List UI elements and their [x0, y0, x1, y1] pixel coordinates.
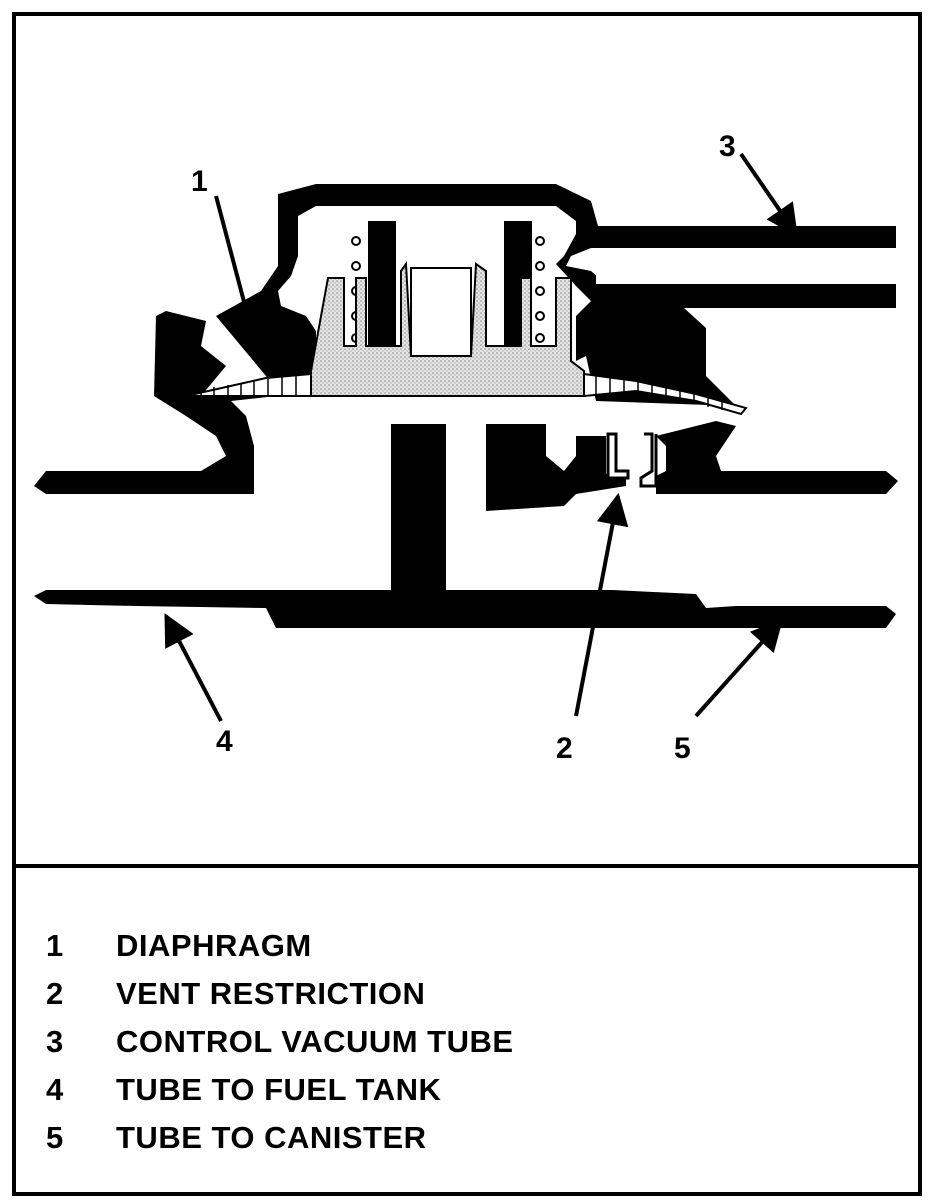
- vent-restriction-right: [639, 432, 658, 488]
- plunger-cup: [410, 267, 472, 357]
- legend: 1 DIAPHRAGM 2 VENT RESTRICTION 3 CONTROL…: [16, 868, 918, 1192]
- legend-text: DIAPHRAGM: [116, 928, 312, 963]
- vent-restriction-left: [606, 432, 630, 480]
- valve-cross-section-diagram: 1 2 3 4 5: [16, 16, 918, 864]
- canister-tube: [446, 511, 916, 590]
- fuel-tank-tube: [16, 494, 391, 590]
- diaphragm-right-beads: [595, 376, 723, 410]
- lower-right-housing: [656, 421, 898, 494]
- section-divider: [16, 864, 918, 868]
- legend-number: 5: [46, 1120, 64, 1155]
- callout-2-arrow: [574, 492, 629, 717]
- legend-item: 5 TUBE TO CANISTER: [46, 1118, 427, 1158]
- legend-number: 3: [46, 1024, 64, 1059]
- valve-diagram-svg: 1 2 3 4 5: [16, 130, 916, 765]
- callout-1-arrow: [214, 195, 270, 370]
- legend-item: 2 VENT RESTRICTION: [46, 974, 425, 1014]
- legend-text: TUBE TO FUEL TANK: [116, 1072, 442, 1107]
- diaphragm: [185, 372, 312, 397]
- legend-number: 1: [46, 928, 64, 963]
- callout-3-arrow: [739, 152, 798, 237]
- legend-number: 4: [46, 1072, 64, 1107]
- legend-item: 3 CONTROL VACUUM TUBE: [46, 1022, 514, 1062]
- diaphragm-left-beads: [200, 376, 297, 397]
- lower-right-block: [486, 424, 626, 511]
- callout-5-label: 5: [674, 732, 691, 765]
- valve-plunger: [310, 261, 585, 397]
- callout-1-label: 1: [191, 165, 208, 198]
- callout-5-arrow: [694, 618, 784, 718]
- legend-text: VENT RESTRICTION: [116, 976, 426, 1011]
- legend-item: 1 DIAPHRAGM: [46, 926, 312, 966]
- callout-4-label: 4: [216, 725, 233, 758]
- vacuum-tube: [596, 248, 896, 284]
- legend-item: 4 TUBE TO FUEL TANK: [46, 1070, 441, 1110]
- callout-2-label: 2: [556, 732, 573, 765]
- legend-text: CONTROL VACUUM TUBE: [116, 1024, 514, 1059]
- figure-frame: 1 2 3 4 5 1 DIAPHRAGM 2 VENT RESTRICTION…: [12, 12, 922, 1196]
- callout-4-arrow: [164, 613, 223, 722]
- legend-text: TUBE TO CANISTER: [116, 1120, 427, 1155]
- callout-3-label: 3: [719, 130, 736, 163]
- legend-number: 2: [46, 976, 64, 1011]
